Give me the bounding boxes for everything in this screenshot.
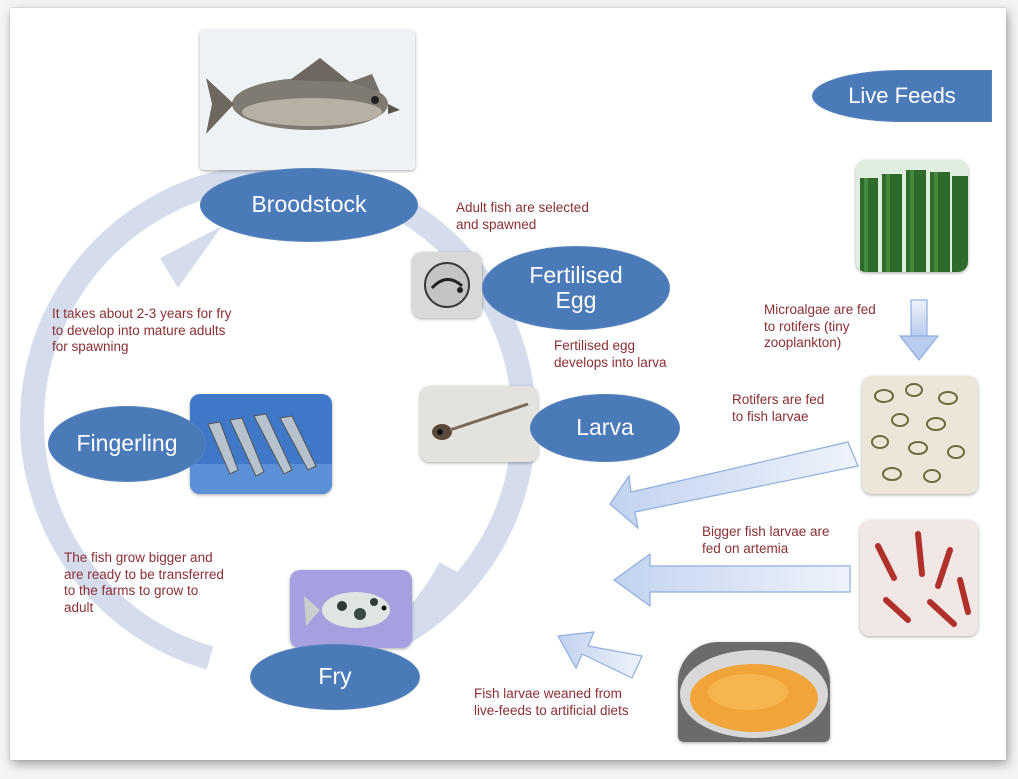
stage-fertilised-egg: Fertilised Egg: [482, 246, 670, 330]
stage-label: Larva: [576, 414, 634, 441]
note-egg-develops: Fertilised egg develops into larva: [554, 338, 667, 370]
stage-label: Live Feeds: [848, 82, 956, 108]
stage-fry: Fry: [250, 644, 420, 710]
note-artemia: Bigger fish larvae are fed on artemia: [702, 524, 830, 556]
note-fry-to-adults: It takes about 2-3 years for fry to deve…: [52, 306, 232, 354]
larva-photo: [420, 386, 538, 462]
rotifers-photo: [862, 376, 978, 494]
fingerling-photo: [190, 394, 332, 494]
cycle-graphics: [20, 163, 940, 679]
fry-photo: [290, 570, 412, 648]
note-adult-selected: Adult fish are selected and spawned: [456, 200, 589, 232]
live-feeds-label: Live Feeds: [812, 70, 992, 122]
note-weaned: Fish larvae weaned from live-feeds to ar…: [474, 686, 629, 718]
artificial-diet-photo: [678, 642, 830, 742]
cycle-arrowhead: [160, 226, 222, 288]
note-rotifers: Rotifers are fed to fish larvae: [732, 392, 825, 424]
barramundi-icon: [200, 30, 415, 170]
stage-broodstock: Broodstock: [200, 168, 418, 242]
broodstock-fish-photo: [200, 30, 415, 170]
note-microalgae: Microalgae are fed to rotifers (tiny zoo…: [764, 302, 876, 350]
arrow-diet-to-fry: [557, 631, 643, 679]
stage-larva: Larva: [530, 394, 680, 462]
artemia-photo: [860, 520, 978, 636]
stage-label: Fry: [318, 663, 352, 690]
arrow-artemia-to-larva: [612, 552, 851, 608]
microalgae-tanks-photo: [856, 160, 968, 272]
stage-label: Fingerling: [76, 430, 178, 457]
down-arrow-microalgae: [898, 299, 940, 361]
stage-fingerling: Fingerling: [48, 406, 206, 482]
stage-label: Fertilised Egg: [529, 261, 623, 313]
stage-label: Broodstock: [251, 191, 367, 218]
life-cycle-slide: Broodstock Fertilised Egg Larva Fingerli…: [10, 8, 1006, 760]
fertilised-egg-photo: [412, 252, 482, 318]
note-grow-bigger: The fish grow bigger and are ready to be…: [64, 550, 224, 615]
arrow-rotifers-to-larva: [609, 441, 859, 530]
